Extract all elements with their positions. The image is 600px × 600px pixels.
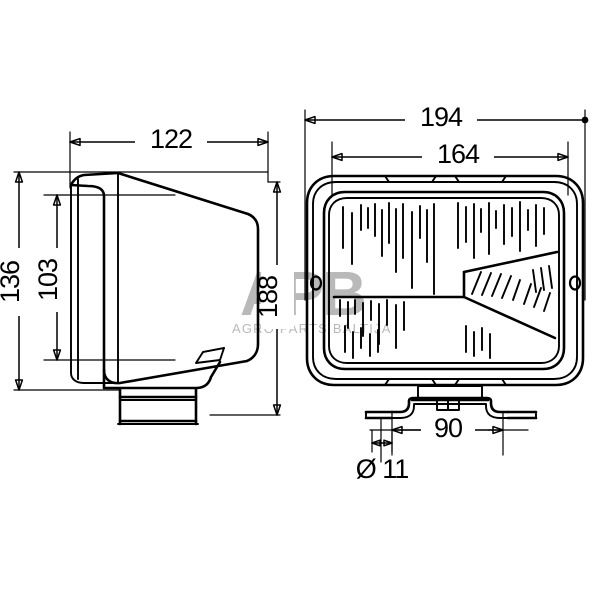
- dimension-label-122: 122: [150, 124, 192, 154]
- dimension-103: 103: [33, 194, 74, 361]
- dimension-label-90: 90: [434, 413, 462, 443]
- dimension-label-103: 103: [33, 259, 63, 301]
- dimension-diameter-11: Ø 11: [356, 429, 409, 484]
- front-view-group: 194 164: [304, 102, 589, 484]
- front-view-outer-housing: [305, 174, 585, 387]
- dimension-194: 194: [304, 102, 589, 136]
- dimension-label-136: 136: [0, 261, 25, 303]
- watermark-tagline: AGRO PARTS BALTIJA: [232, 321, 392, 336]
- dimension-label-diameter-11: Ø 11: [356, 454, 409, 484]
- front-view-bezel: [322, 190, 566, 371]
- dimension-label-194: 194: [420, 102, 463, 132]
- dimension-136: 136: [0, 171, 36, 391]
- dimension-label-164: 164: [437, 139, 480, 169]
- lens-optic-pattern: [332, 201, 559, 359]
- pivot-boss-right: [568, 275, 582, 291]
- side-view-extension-lines: [13, 131, 281, 416]
- dimension-90: 90: [391, 413, 504, 446]
- front-view-mounting-bracket: [364, 385, 538, 420]
- pivot-boss-left: [309, 275, 323, 291]
- side-view-group: 122 136 103: [0, 124, 294, 426]
- dimension-164: 164: [331, 139, 569, 173]
- side-view-mount-stem: [117, 387, 199, 426]
- side-view-housing: [69, 171, 260, 390]
- dimension-122: 122: [69, 124, 269, 158]
